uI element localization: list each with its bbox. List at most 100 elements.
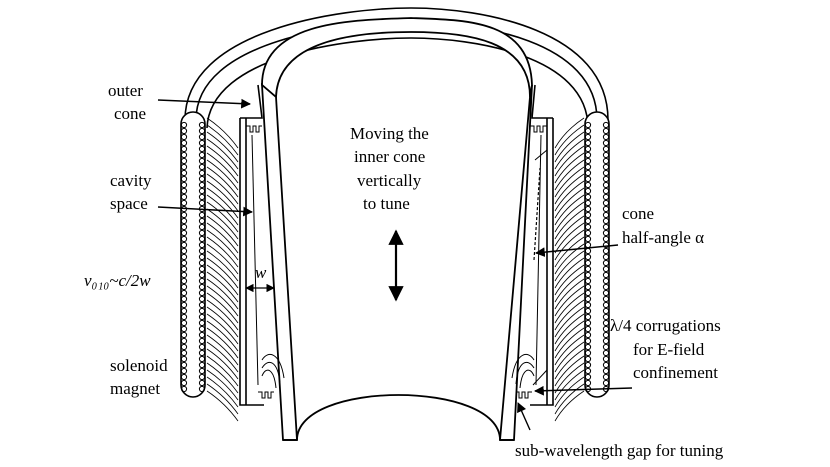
right-coil-bump (602, 319, 610, 327)
left-coil-bump (198, 199, 206, 207)
left-coil-bump (180, 373, 188, 381)
left-coil-bump (180, 277, 188, 285)
left-coil-bump (198, 253, 206, 261)
right-winding-line (554, 271, 585, 303)
left-winding-line (206, 138, 239, 170)
right-winding-line (554, 166, 585, 198)
right-coil-bump (584, 163, 592, 171)
right-coil-bump (584, 181, 592, 189)
left-coil-bump (180, 385, 188, 393)
right-coil-bump (584, 355, 592, 363)
right-coil-bump (584, 229, 592, 237)
width-annotation: w (245, 263, 275, 293)
right-coil-bump (584, 379, 592, 387)
left-winding-line (206, 313, 239, 345)
left-coil-column (180, 111, 206, 398)
right-coil-bump (602, 169, 610, 177)
right-coil-bump (602, 229, 610, 237)
right-coil-bump (584, 277, 592, 285)
outer-cone-label: outer cone (108, 81, 251, 123)
right-winding-line (554, 383, 585, 415)
right-coil-bump (602, 313, 610, 321)
left-coil-bump (180, 241, 188, 249)
right-coil-bump (602, 379, 610, 387)
left-coil-bump (198, 319, 206, 327)
right-coil-bump (584, 271, 592, 279)
right-coil-bump (584, 199, 592, 207)
left-coil-bump (180, 355, 188, 363)
left-coil-bump (180, 289, 188, 297)
left-coil-bump (198, 355, 206, 363)
right-coil-bump (584, 301, 592, 309)
left-winding-line (206, 117, 239, 149)
left-coil-bump (180, 211, 188, 219)
left-winding-line (206, 299, 239, 331)
right-coil-bump (584, 295, 592, 303)
left-coil-bump (198, 331, 206, 339)
half-angle-label-line1: cone (622, 204, 654, 223)
right-coil-bump (584, 169, 592, 177)
right-coil-bump (584, 349, 592, 357)
left-coil-bump (180, 379, 188, 387)
right-coil-bump (602, 355, 610, 363)
left-winding-line (206, 229, 239, 261)
right-coil-bump (584, 121, 592, 129)
left-winding-line (206, 257, 239, 289)
right-winding-line (554, 159, 585, 191)
left-winding-line (206, 131, 239, 163)
right-winding-line (554, 320, 585, 352)
left-coil-bump (198, 229, 206, 237)
right-coil-bump (602, 163, 610, 171)
left-coil-bump (180, 193, 188, 201)
right-coil-bump (602, 337, 610, 345)
right-winding-line (554, 299, 585, 331)
right-winding-line (554, 390, 585, 422)
right-coil-bump (602, 265, 610, 273)
right-winding-line (554, 292, 585, 324)
left-coil-bump (198, 127, 206, 135)
left-coil-bump (180, 301, 188, 309)
left-coil-bump (180, 271, 188, 279)
right-winding-line (554, 117, 585, 149)
right-winding-line (554, 250, 585, 282)
right-coil-bump (584, 331, 592, 339)
right-coil-bump (602, 361, 610, 369)
right-coil-bump (602, 253, 610, 261)
right-coil-bump (584, 145, 592, 153)
right-winding-line (554, 306, 585, 338)
solenoid-label: solenoid magnet (110, 356, 168, 398)
right-winding-line (554, 285, 585, 317)
right-winding-line (554, 341, 585, 373)
left-winding-line (206, 201, 239, 233)
left-coil-bump (180, 283, 188, 291)
right-coil-bump (602, 259, 610, 267)
half-angle-indicator (533, 167, 541, 261)
cavity-space-label-line2: space (110, 194, 148, 213)
left-winding-line (206, 383, 239, 415)
corrugations-label-line3: confinement (633, 363, 718, 382)
right-coil-bump (584, 139, 592, 147)
right-coil-bump (602, 187, 610, 195)
moving-label-line2: inner cone (354, 147, 425, 166)
left-coil-bump (180, 187, 188, 195)
right-coil-bump (584, 217, 592, 225)
right-coil-bump (584, 175, 592, 183)
left-coil-bump (180, 337, 188, 345)
left-winding-line (206, 306, 239, 338)
right-winding-line (554, 348, 585, 380)
corrugations (246, 125, 547, 399)
right-coil-bump (602, 289, 610, 297)
right-coil-bump (602, 217, 610, 225)
left-coil-bump (198, 361, 206, 369)
left-coil-bump (180, 349, 188, 357)
outer-cone (239, 84, 554, 406)
right-coil-bump (584, 373, 592, 381)
left-coil-bump (198, 235, 206, 243)
gap-label: sub-wavelength gap for tuning (515, 402, 724, 460)
left-coil-bump (198, 151, 206, 159)
left-coil-bump (198, 193, 206, 201)
left-coil-bump (180, 343, 188, 351)
left-coil-bump (198, 217, 206, 225)
left-coil-bump (198, 259, 206, 267)
right-coil-bump (602, 373, 610, 381)
